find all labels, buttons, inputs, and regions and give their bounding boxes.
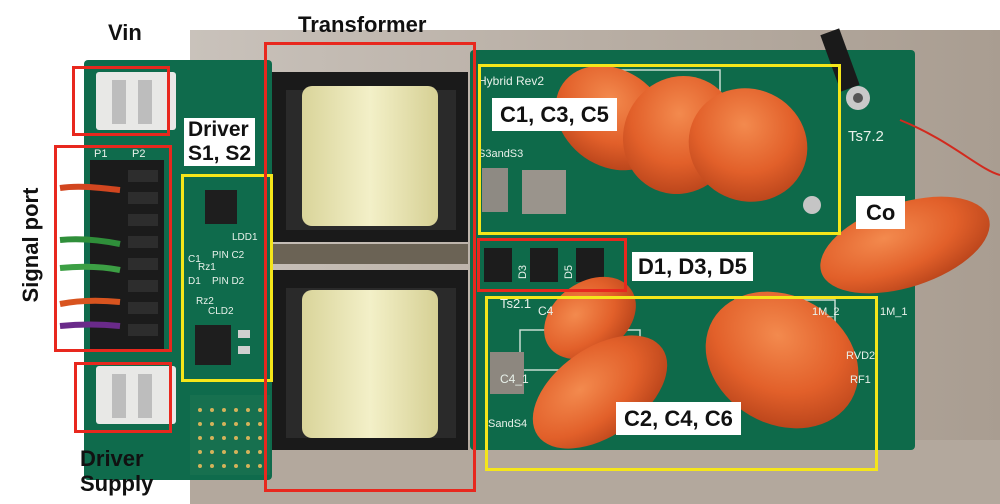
diode-d5 bbox=[576, 248, 604, 282]
capacitor-c5 bbox=[688, 88, 808, 202]
silk-pin-c2: PIN C2 bbox=[212, 250, 245, 261]
c246-highlight-box bbox=[485, 296, 878, 471]
silk-cld2: CLD2 bbox=[208, 306, 234, 317]
silk-ts2-1: Ts2.1 bbox=[500, 296, 532, 311]
d135-label: D1, D3, D5 bbox=[632, 252, 753, 282]
silk-c4: C4 bbox=[538, 304, 554, 318]
driver-supply-line2: Supply bbox=[80, 471, 154, 497]
d135-highlight-box bbox=[477, 238, 627, 292]
silk-s3: S3andS3 bbox=[478, 148, 524, 160]
signal-port-label: Signal port bbox=[18, 187, 43, 303]
capacitor-c6 bbox=[705, 291, 859, 429]
vin-highlight-box bbox=[72, 66, 170, 136]
silk-1m1: 1M_1 bbox=[880, 306, 908, 318]
c246-label: C2, C4, C6 bbox=[616, 402, 741, 436]
driver-ic-bottom bbox=[195, 325, 231, 365]
silk-s4: SandS4 bbox=[488, 418, 528, 430]
silk-rz2: Rz2 bbox=[196, 296, 214, 307]
signal-port-highlight-box bbox=[54, 145, 172, 352]
driver-label: Driver S1, S2 bbox=[184, 118, 256, 167]
driver-label-line2: S1, S2 bbox=[188, 142, 252, 166]
diode-d3 bbox=[530, 248, 558, 282]
silk-ldd1: LDD1 bbox=[232, 232, 258, 243]
driver-highlight-box bbox=[181, 174, 273, 382]
silk-board-name: Hybrid Rev2 bbox=[478, 74, 545, 88]
silk-ts72: Ts7.2 bbox=[848, 128, 884, 145]
driver-supply-highlight-box bbox=[74, 362, 172, 433]
silk-pin-d2: PIN D2 bbox=[212, 276, 245, 287]
silk-d1: D1 bbox=[188, 276, 201, 287]
c135-label: C1, C3, C5 bbox=[492, 98, 617, 132]
driver-ic-top bbox=[205, 190, 237, 224]
driver-supply-label: Driver Supply bbox=[80, 446, 153, 497]
co-label: Co bbox=[856, 196, 906, 230]
silk-1m2: 1M_2 bbox=[812, 306, 840, 318]
transformer-label: Transformer bbox=[298, 12, 427, 37]
transformer-highlight-box bbox=[264, 42, 476, 492]
silk-rf1: RF1 bbox=[850, 374, 871, 386]
silk-p2: P2 bbox=[132, 148, 146, 160]
c135-highlight-box bbox=[478, 64, 841, 235]
transformer-bobbin-bottom bbox=[302, 290, 438, 438]
diode-d1 bbox=[484, 248, 512, 282]
silk-rvd2: RVD2 bbox=[846, 350, 876, 362]
driver-supply-line1: Driver bbox=[80, 446, 144, 471]
silk-rz1: Rz1 bbox=[198, 262, 216, 273]
vin-label: Vin bbox=[108, 20, 142, 45]
transformer-bobbin-top bbox=[302, 86, 438, 226]
driver-label-line1: Driver bbox=[188, 118, 249, 141]
signal-header bbox=[90, 160, 164, 350]
silk-c1: C1 bbox=[188, 254, 201, 265]
silk-c4-1: C4_1 bbox=[500, 372, 529, 386]
silk-p1: P1 bbox=[94, 148, 108, 160]
